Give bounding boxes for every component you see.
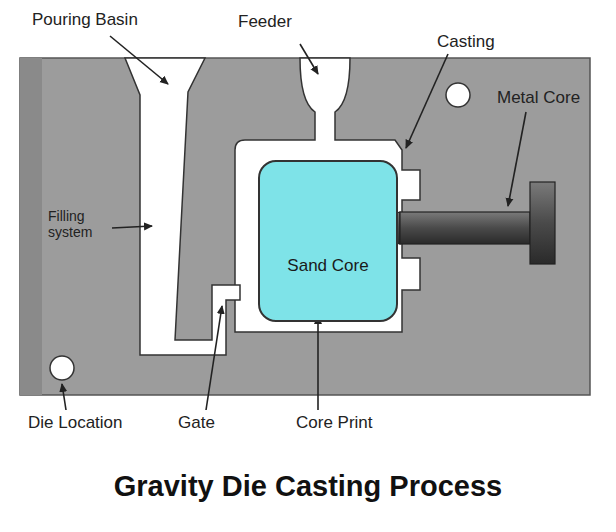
diagram-title: Gravity Die Casting Process	[114, 470, 502, 503]
part-label: Core Print	[296, 413, 373, 433]
metal-core-handle	[530, 182, 555, 264]
die-shade	[20, 58, 42, 395]
part-label: Feeder	[238, 12, 292, 32]
leader-line	[406, 54, 448, 148]
node-text: Sand Core	[287, 256, 368, 276]
leader-line	[110, 36, 168, 84]
part-label: Gate	[178, 413, 215, 433]
die-body	[20, 58, 590, 395]
leader-line	[206, 306, 222, 410]
filling-channel	[125, 58, 240, 355]
sand-core: Sand Core	[258, 160, 398, 322]
leader-line	[508, 112, 526, 206]
leader-line	[62, 384, 66, 410]
metal-core-shaft	[400, 212, 530, 244]
leader-line	[112, 226, 152, 228]
die-location-pin	[50, 356, 74, 380]
leader-line	[317, 316, 319, 410]
leader-line	[300, 44, 318, 74]
part-label: Die Location	[28, 413, 123, 433]
part-label: Pouring Basin	[32, 10, 138, 30]
part-label: Filling system	[48, 208, 110, 240]
part-label: Metal Core	[497, 88, 580, 108]
part-label: Casting	[437, 32, 495, 52]
casting-cavity	[235, 58, 420, 332]
die-hole	[446, 83, 470, 107]
